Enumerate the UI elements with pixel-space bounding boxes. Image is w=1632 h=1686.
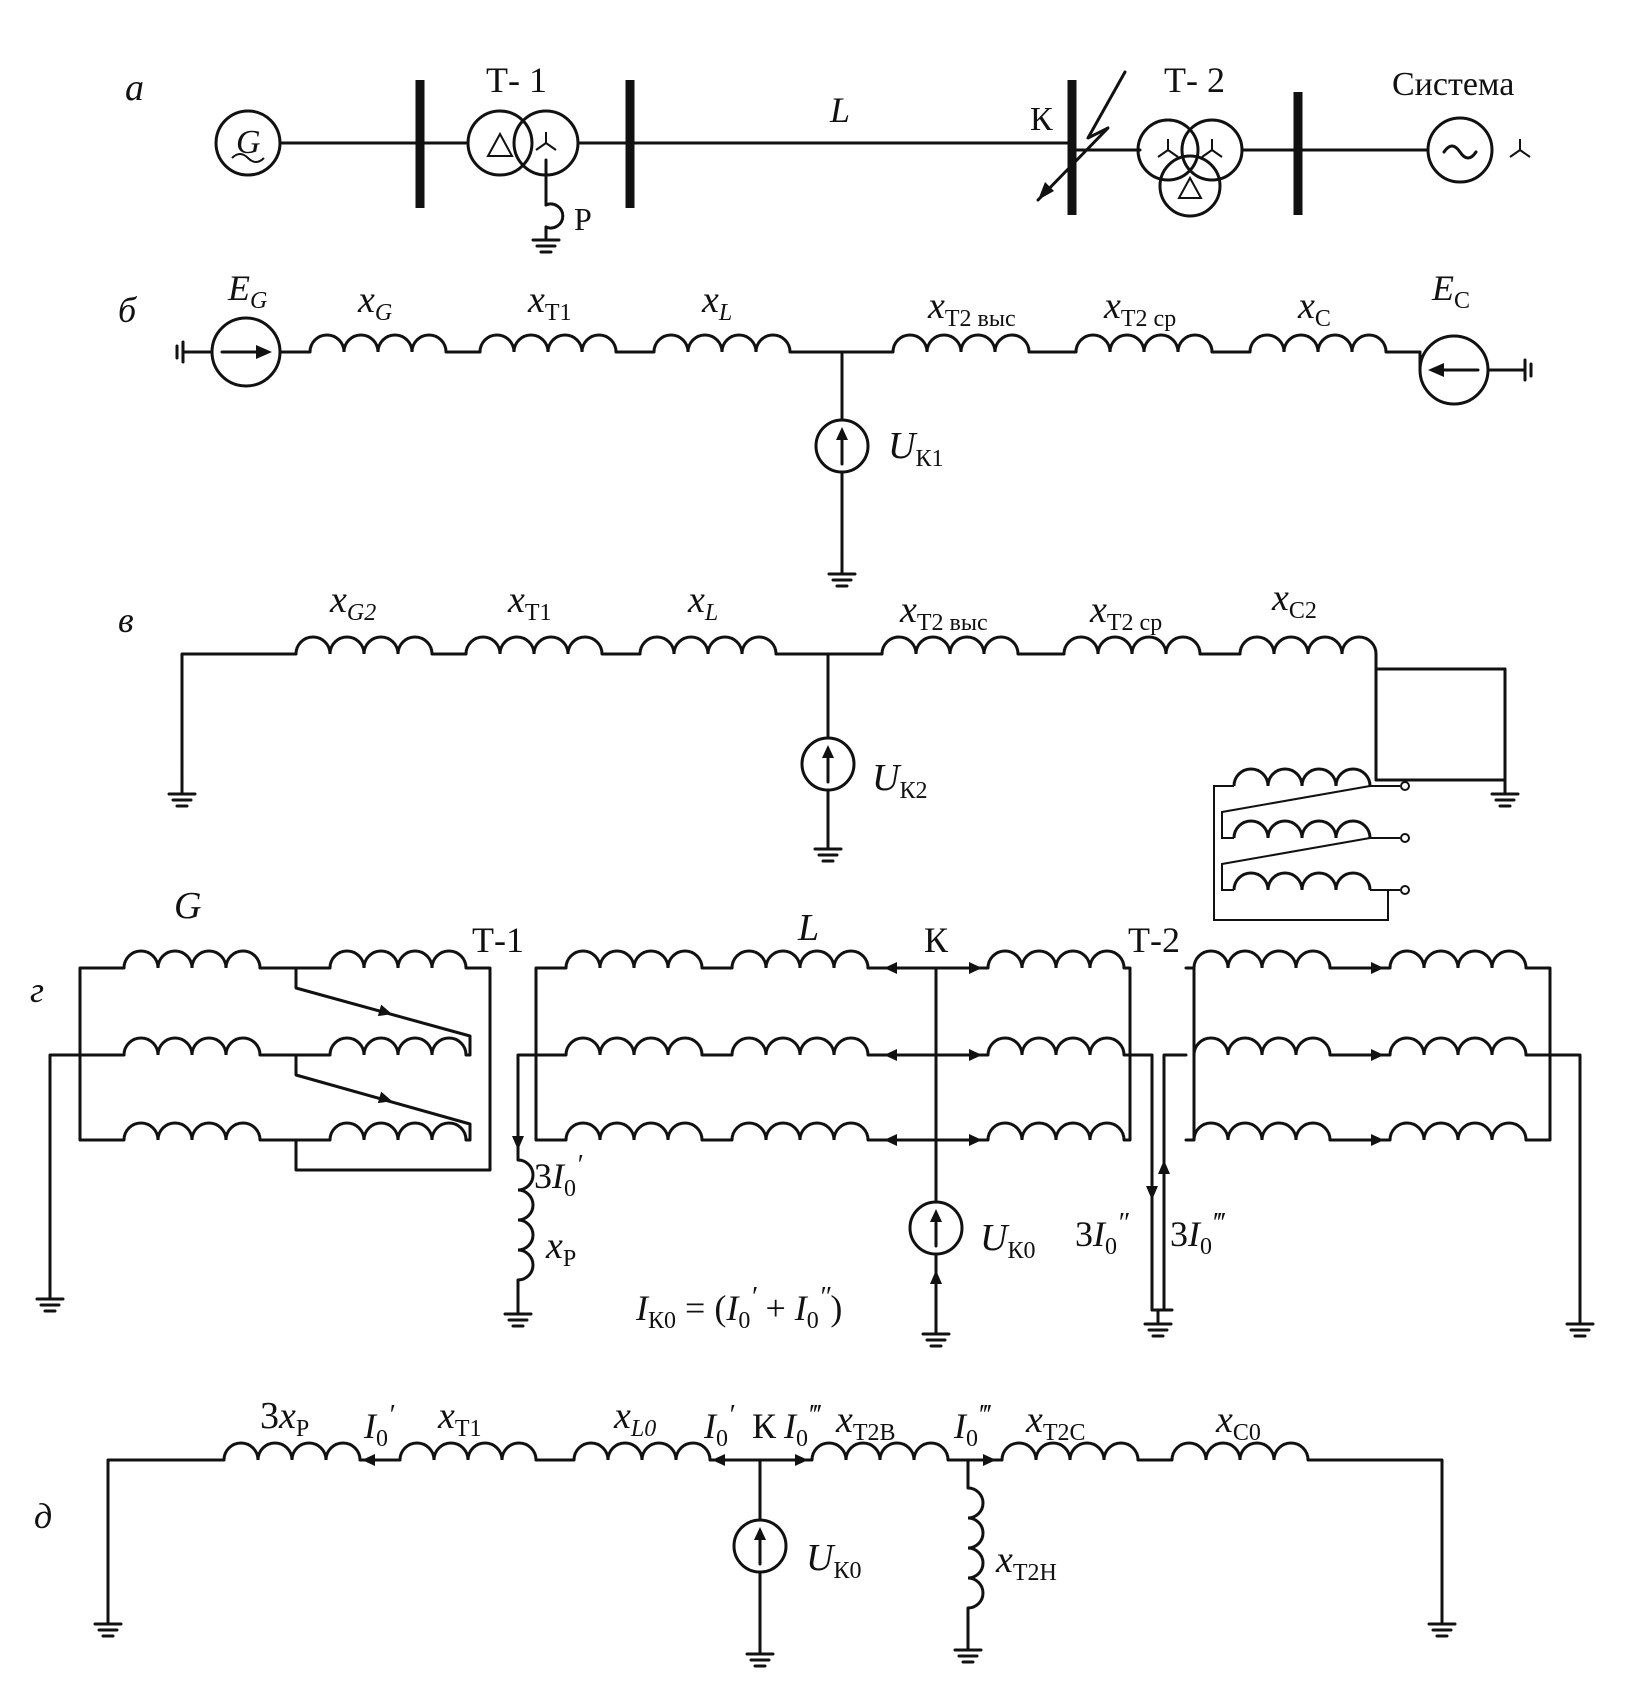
xt2c-label: xТ2С [1025,1399,1086,1446]
ec-label: EC [1431,268,1470,314]
inductor-xt1 [398,1441,538,1462]
panel-d-zero-sequence-equivalent: д 3xР I0′ xТ1 xL0 I0′ К I0‴ xТ2В I0‴ xТ2… [34,1395,1457,1668]
t1-label: Т-1 [472,920,524,960]
xc0-label: xС0 [1215,1399,1261,1446]
uk0-label: UК0 [980,1217,1035,1264]
inductor-xl [652,333,792,354]
xt1-label: xТ1 [527,279,572,326]
ground-icon [813,833,843,863]
i0-prime-right-label: I0′ [703,1400,735,1452]
panel-label-a: а [125,67,144,109]
uk0-label: UК0 [806,1537,861,1584]
panel-g-zero-sequence-three-phase: г G Т-1 L К Т-2 [30,885,1595,1348]
generator-t1-windings [35,949,492,1313]
xp-label: xР [545,1225,576,1272]
panel-label-d: д [34,1496,52,1536]
k-label: К [924,920,949,960]
panel-label-b: б [118,290,138,330]
source-uk0-icon [908,1200,964,1256]
inductor-xt2-high [880,635,1020,656]
xt1-label: xТ1 [437,1395,482,1442]
xc2-label: xС2 [1271,577,1317,624]
panel-label-v: в [118,600,134,640]
source-ec-icon [1418,334,1490,406]
g-label: G [174,885,201,927]
inductor-xl0 [572,1441,712,1462]
inductor-xt2-mid [1062,635,1202,656]
xl-label: xL [701,279,732,326]
t2-label: Т-2 [1128,920,1180,960]
reactor-label: Р [574,201,592,237]
inductor-xt2-high [891,333,1031,354]
delta-winding-inset [1213,767,1410,921]
uk2-label: UК2 [872,757,927,804]
inductor-xc2 [1238,635,1378,656]
xg-label: xG [357,279,392,326]
xg2-label: xG2 [329,579,376,626]
inductor-xl [638,635,778,656]
line-l-three-phase: UК0 3I0″ IК0 = (I0′ + I0″) [534,949,1158,1348]
inductor-xg2 [294,635,434,656]
i0-prime-left-label: I0′ [363,1400,395,1452]
xl-label: xL [687,579,718,626]
source-uk0-icon [732,1518,788,1574]
ik0-equation: IК0 = (I0′ + I0″) [635,1282,842,1334]
xt2s-label: xТ2 ср [1089,589,1162,636]
xl0-label: xL0 [613,1395,656,1442]
x3p-label: 3xР [260,1395,309,1442]
i0-double-prime-label: 3I0″ [1075,1208,1129,1260]
panel-b-positive-sequence: б EG xG xТ1 xL xТ2 выс xТ2 ср xС [118,268,1533,588]
xt2h-label: xТ2Н [995,1539,1057,1586]
inductor-xg [308,333,448,354]
generator-g-symbol: G [214,109,282,177]
inductor-xt1 [464,635,604,656]
inductor-xt2h [966,1486,985,1610]
xt2v-label: xТ2 выс [899,589,988,636]
source-uk2-icon [800,736,856,792]
source-uk1-icon [814,418,870,474]
xc-label: xС [1297,285,1331,332]
t2-label: Т- 2 [1164,60,1225,100]
panel-v-negative-sequence: в xG2 xТ1 xL xТ2 выс xТ2 ср xС2 UК2 [118,577,1520,921]
panel-label-g: г [30,970,44,1010]
panel-a-one-line-diagram: а G Т- 1 Р L [125,60,1531,254]
i0-triple-prime-right-label: I0‴ [953,1400,992,1452]
svg-text:G: G [236,124,261,161]
ground-icon [1490,778,1520,808]
inductor-xc [1248,333,1388,354]
inductor-xt1 [478,333,618,354]
t1-reactor-branch: 3I0′ xР [503,1053,583,1328]
k-label: К [752,1406,777,1446]
t2-windings: 3I0‴ [1143,949,1595,1338]
ground-icon [827,558,857,588]
eg-label: EG [227,268,267,314]
ground-icon [167,778,197,808]
reactor-p-to-ground: Р [531,158,592,254]
xt2s-label: xТ2 ср [1103,285,1176,332]
xt1-label: xТ1 [507,579,552,626]
transformer-t2-symbol [1136,118,1244,218]
l-label: L [797,907,819,949]
xt2b-label: xТ2В [835,1399,896,1446]
transformer-t1-symbol [466,109,580,177]
uk1-label: UК1 [888,425,943,472]
i0-triple-prime-label: 3I0‴ [1170,1208,1226,1260]
i0-prime-label: 3I0′ [534,1150,583,1202]
fault-label: К [1030,101,1053,138]
system-label: Система [1392,66,1514,103]
inductor-3xp [222,1441,362,1462]
line-l-label: L [829,90,850,130]
source-eg-icon [210,316,282,388]
xt2v-label: xТ2 выс [927,285,1016,332]
system-source-symbol [1426,116,1531,184]
inductor-xt2-mid [1074,333,1214,354]
i0-triple-prime-left-label: I0‴ [783,1400,822,1452]
fault-k-symbol: К [1030,70,1127,202]
t1-label: Т- 1 [486,60,547,100]
